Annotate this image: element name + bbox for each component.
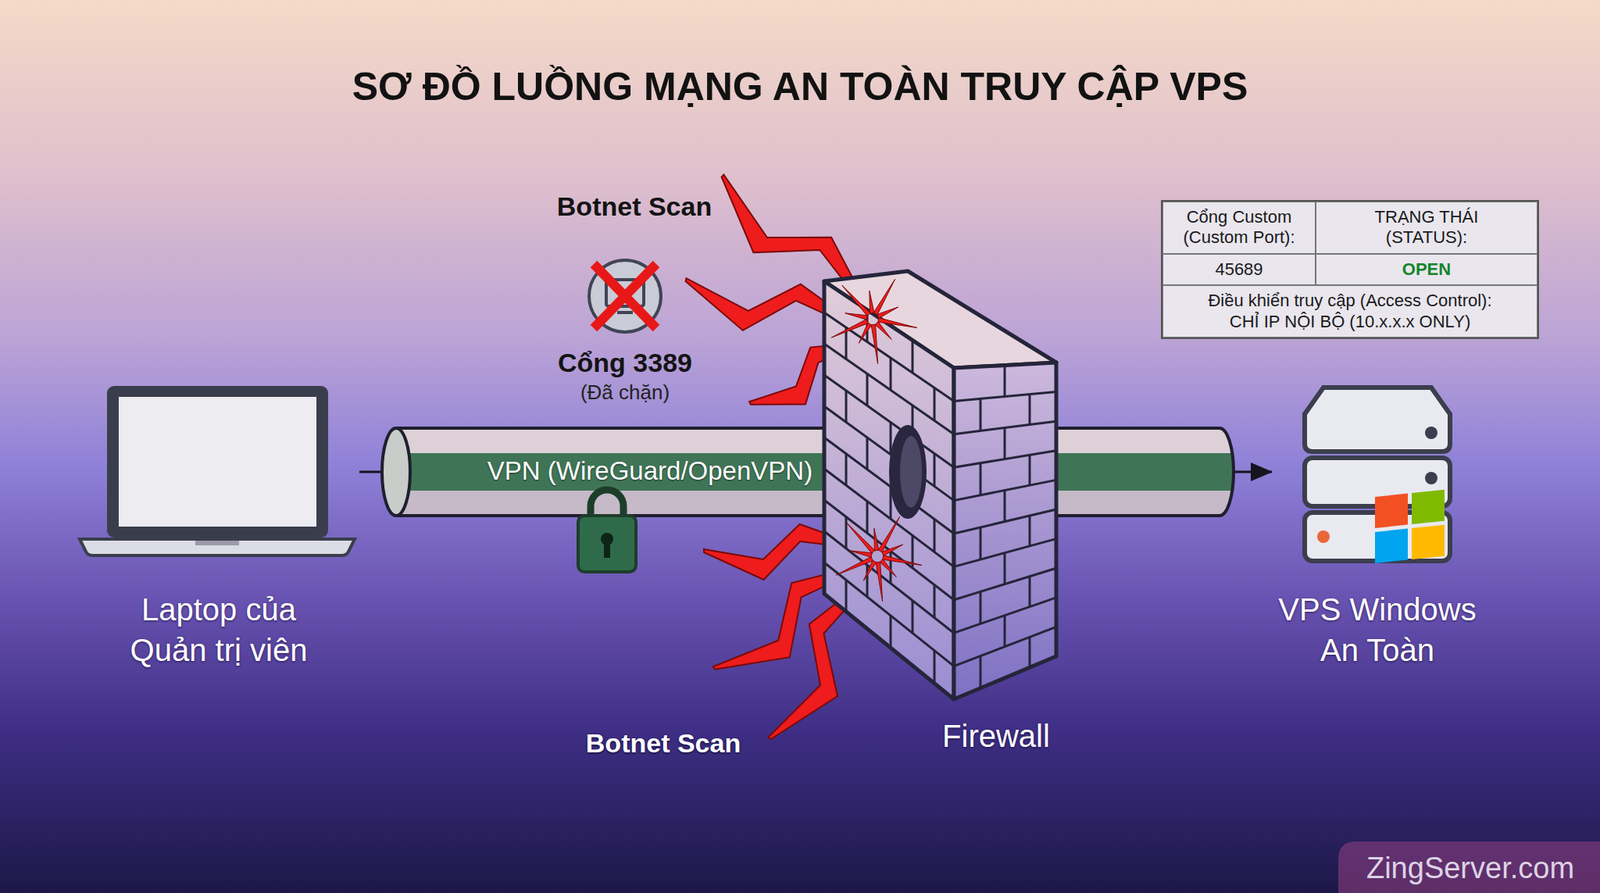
brick-joint xyxy=(979,398,983,431)
brick-joint xyxy=(1003,490,1007,522)
annotation-label: Cổng 3389 xyxy=(557,347,693,379)
brick-joint xyxy=(979,656,983,689)
brick-joint xyxy=(845,390,848,422)
brick-joint xyxy=(889,615,893,648)
annotation-label: (Đã chặn) xyxy=(580,380,670,405)
brick-joint xyxy=(911,340,915,374)
node-label: Firewall xyxy=(921,715,1071,757)
brick-joint xyxy=(933,453,936,486)
brick-joint xyxy=(1028,454,1032,486)
brick-joint xyxy=(845,517,848,549)
impact-spike xyxy=(871,324,879,364)
impact-spike xyxy=(875,321,892,340)
vpn-tunnel xyxy=(382,428,1234,516)
laptop-icon xyxy=(79,385,355,556)
table-cell: 45689 xyxy=(1162,253,1316,286)
impact-spike xyxy=(835,557,873,576)
brick-joint xyxy=(845,453,848,486)
brick-joint xyxy=(933,518,936,552)
firewall-wall xyxy=(824,271,1057,700)
firewall-node: Firewall xyxy=(820,265,1067,766)
brick-joint xyxy=(933,650,936,684)
impact-spike xyxy=(878,317,918,329)
annotation-label: Botnet Scan xyxy=(585,728,741,759)
brick-joint xyxy=(866,501,869,534)
brick-joint xyxy=(1003,428,1007,460)
table-cell: OPEN xyxy=(1315,253,1538,286)
brick-joint xyxy=(933,585,936,618)
server-node: VPS Windows An Toàn xyxy=(1271,379,1483,671)
annotation-label: Botnet Scan xyxy=(557,191,712,222)
brick-joint xyxy=(889,550,893,583)
watermark-ground xyxy=(1338,841,1600,893)
impact-spike xyxy=(845,313,868,320)
brick-joint xyxy=(1028,515,1032,547)
table-cell: TRẠNG THÁI (STATUS): xyxy=(1315,201,1538,254)
impact-spike xyxy=(877,307,899,318)
tunnel-label: VPN (WireGuard/OpenVPN) xyxy=(482,456,818,486)
impact-spike xyxy=(869,290,875,314)
diagram-title: SƠ ĐỒ LUỒNG MẠNG AN TOÀN TRUY CẬP VPS xyxy=(0,63,1600,111)
brick-joint xyxy=(911,600,915,634)
node-label: VPS Windows An Toàn xyxy=(1271,589,1483,671)
impact-spike xyxy=(874,528,879,551)
brick-joint xyxy=(1003,615,1007,647)
brick-joint xyxy=(845,579,848,611)
impact-spike xyxy=(875,561,883,601)
impact-spike xyxy=(850,550,873,558)
impact-spike xyxy=(882,555,922,566)
windows-logo xyxy=(1375,489,1445,564)
brick-joint xyxy=(866,373,869,406)
brick-joint xyxy=(1003,365,1007,397)
table-cell: Cổng Custom (Custom Port): xyxy=(1162,201,1316,254)
brick-joint xyxy=(1003,553,1007,585)
impact-spike xyxy=(882,544,904,556)
padlock-icon xyxy=(578,489,636,572)
brick-joint xyxy=(979,591,983,624)
brick-joint xyxy=(979,463,983,496)
brick-joint xyxy=(1028,576,1032,608)
watermark: ZingServer.com xyxy=(1366,851,1575,886)
impact-spike xyxy=(879,559,897,578)
brick-joint xyxy=(979,527,983,560)
blocked-port-icon xyxy=(589,260,661,333)
impact-spike xyxy=(842,285,871,316)
node-label: Laptop của Quản trị viên xyxy=(109,589,329,671)
brick-joint xyxy=(933,387,936,421)
table-cell: Điều khiển truy cập (Access Control): CH… xyxy=(1162,285,1538,338)
brick-joint xyxy=(1028,394,1032,425)
impact-spike xyxy=(831,319,868,339)
brick-joint xyxy=(889,357,893,390)
impact-spike xyxy=(846,522,875,554)
brick-joint xyxy=(1028,636,1032,668)
laptop-node: Laptop của Quản trị viên xyxy=(78,382,360,671)
brick-joint xyxy=(866,437,869,470)
status-table: Cổng Custom (Custom Port):TRẠNG THÁI (ST… xyxy=(1160,200,1540,340)
server-icon xyxy=(1304,387,1450,564)
